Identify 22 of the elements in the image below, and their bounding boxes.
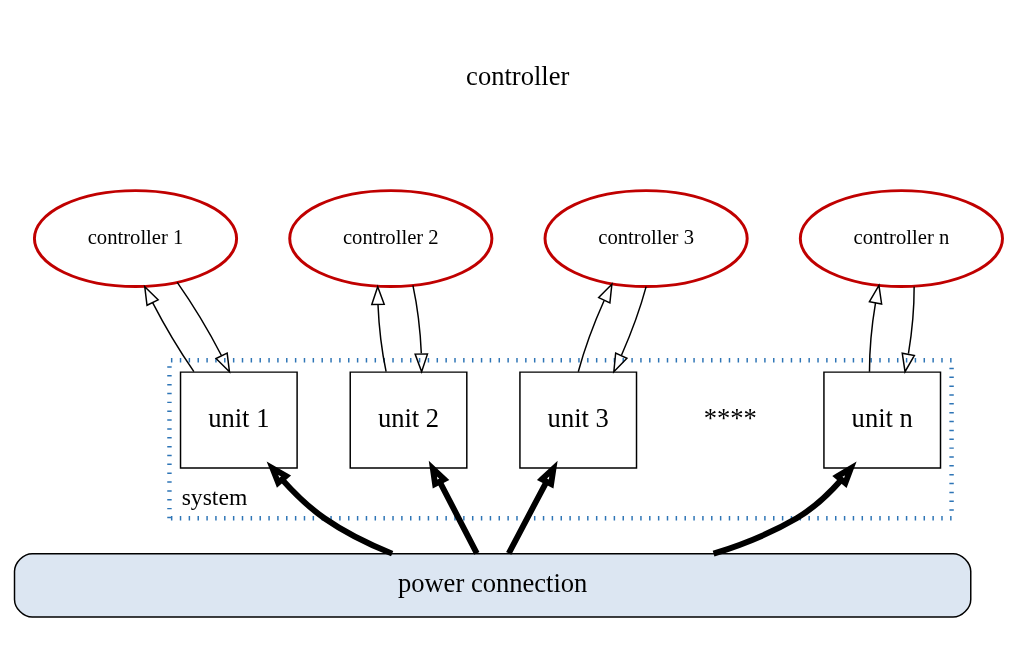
node-box: power connection (13, 552, 972, 618)
arrow (868, 283, 883, 373)
node-ellipse: controller 2 (288, 189, 494, 288)
node-ellipse: controller 3 (543, 189, 749, 288)
arrow (712, 461, 857, 557)
node-box: unit 3 (519, 371, 638, 469)
node-box: unit 2 (349, 371, 468, 469)
node-ellipse: controller 1 (32, 189, 239, 288)
arrow (266, 461, 394, 557)
arrow (506, 460, 558, 555)
arrow (577, 282, 613, 373)
node-box: unit n (823, 371, 942, 469)
node-ellipse: controller n (798, 189, 1004, 288)
node-box: unit 1 (179, 371, 298, 469)
label: controller (466, 60, 570, 91)
arrow (412, 284, 429, 374)
arrow (176, 281, 231, 374)
arrow (370, 284, 387, 373)
arrow (612, 285, 647, 374)
arrow (901, 285, 916, 374)
label: **** (703, 402, 757, 433)
arrow (428, 460, 480, 555)
